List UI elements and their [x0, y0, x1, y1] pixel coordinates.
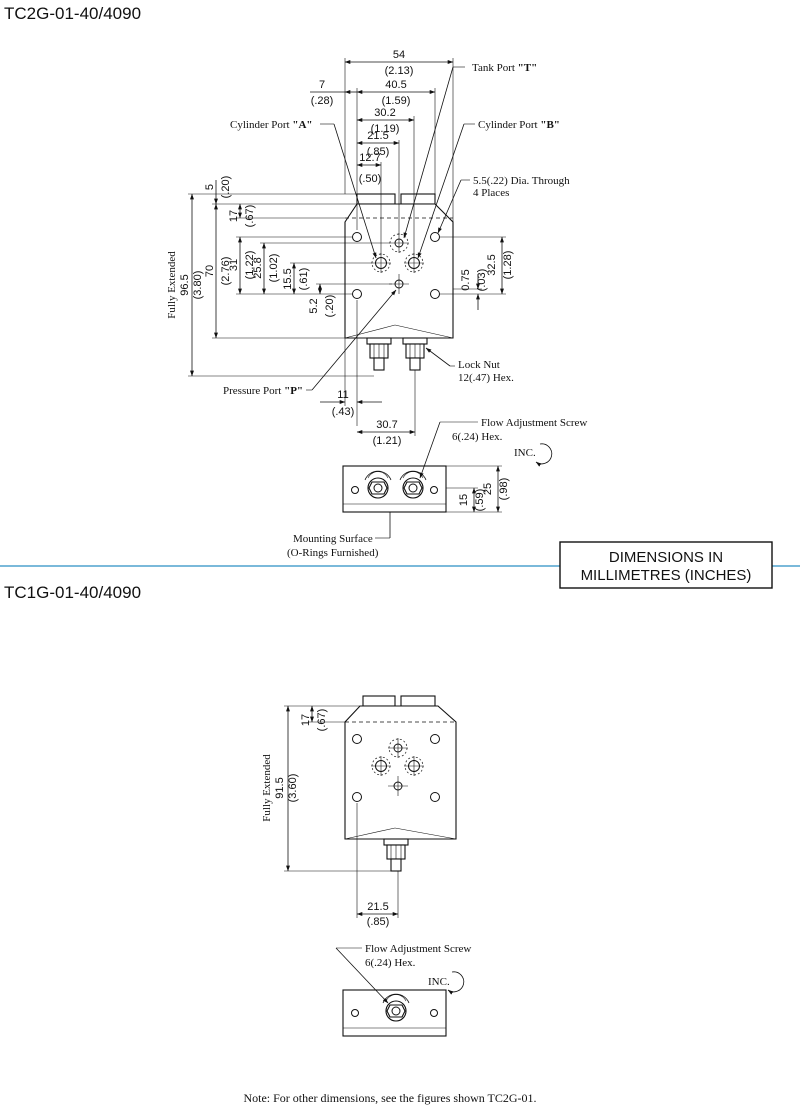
dim-25-in: (.98) [498, 478, 510, 501]
dim-7-in: (.28) [311, 95, 334, 107]
dim-30-7-in: (1.21) [373, 435, 402, 447]
dim-0-75: 0.75 [460, 269, 472, 290]
dim-91-5-in: (3.60) [287, 774, 299, 803]
dim-30-7: 30.7 [376, 419, 397, 431]
dim-tc1g-17-in: (.67) [316, 709, 328, 732]
dim-54: 54 [393, 49, 405, 61]
dim-32-5-in: (1.28) [502, 251, 514, 280]
dim-91-5: 91.5 [274, 777, 286, 798]
label-inc: INC. [514, 447, 536, 459]
dim-15-in: (.59) [474, 489, 486, 512]
dim-25: 25 [482, 483, 494, 495]
dim-70: 70 [204, 265, 216, 277]
dim-96-5: 96.5 [179, 274, 191, 295]
tc2g-end-view [342, 465, 447, 513]
dim-tc1g-17: 17 [300, 714, 312, 726]
tc2g-horizontal-dims [310, 58, 454, 255]
label-tc1g-fully-extended: Fully Extended [261, 754, 273, 822]
tc2g-bolt-holes [352, 232, 440, 299]
dim-11: 11 [337, 389, 348, 401]
tc1g-dims: 17 (.67) Fully Extended 91.5 (3.60) 21.5… [261, 705, 399, 928]
tc2g-end-view-callouts: Flow Adjustment Screw 6(.24) Hex. INC. M… [287, 417, 587, 559]
dim-0-75-in: (.03) [476, 269, 488, 292]
dim-54-in: (2.13) [385, 65, 414, 77]
dim-31: 31 [228, 259, 240, 271]
label-fully-extended: Fully Extended [166, 251, 178, 319]
units-box-line2: MILLIMETRES (INCHES) [581, 567, 752, 584]
tc1g-end-view [342, 989, 447, 1037]
dim-21-5: 21.5 [367, 130, 388, 142]
dim-5-2: 5.2 [308, 298, 320, 313]
label-cylinder-port-b: Cylinder Port "B" [478, 119, 560, 131]
dim-12-7: 12.7 [359, 152, 380, 164]
dim-5-2-in: (.20) [324, 295, 336, 318]
dim-tc1g-21-5: 21.5 [367, 901, 388, 913]
label-mounting-surface-2: (O-Rings Furnished) [287, 547, 379, 559]
dim-31-in: (1.22) [244, 251, 256, 280]
tc2g-vertical-dims [188, 180, 392, 377]
dim-32-5: 32.5 [486, 254, 498, 275]
label-flow-screw-1: Flow Adjustment Screw [481, 417, 587, 429]
tc1g-callouts: Flow Adjustment Screw 6(.24) Hex. INC. [335, 943, 471, 1004]
dim-30-2: 30.2 [374, 107, 395, 119]
dim-15-5-in: (.61) [298, 268, 310, 291]
dim-17: 17 [228, 210, 240, 222]
dim-30-2-in: (1.19) [371, 123, 400, 135]
title-tc2g: TC2G-01-40/4090 [4, 4, 141, 23]
label-lock-nut-1: Lock Nut [458, 359, 500, 371]
label-lock-nut-2: 12(.47) Hex. [458, 372, 514, 384]
footnote: Note: For other dimensions, see the figu… [243, 1091, 536, 1105]
dim-40-5-in: (1.59) [382, 95, 411, 107]
dim-21-5-in: (.85) [367, 146, 390, 158]
label-mounting-surface-1: Mounting Surface [293, 533, 373, 545]
tc2g-vertical-dim-text: 5 (.20) 17 (.67) Fully Extended 96.5 (3.… [166, 176, 336, 319]
dim-17-in: (.67) [244, 205, 256, 228]
dim-5: 5 [204, 184, 216, 190]
label-pressure-port: Pressure Port "P" [223, 385, 303, 397]
units-box: DIMENSIONS IN MILLIMETRES (INCHES) [559, 541, 773, 589]
title-tc1g: TC1G-01-40/4090 [4, 583, 141, 602]
dim-5-in: (.20) [220, 176, 232, 199]
label-tank-port: Tank Port "T" [472, 62, 537, 74]
dim-7: 7 [319, 79, 325, 91]
dim-tc1g-21-5-in: (.85) [367, 916, 390, 928]
dim-25-8-in: (1.02) [268, 254, 280, 283]
dim-11-in: (.43) [332, 406, 355, 418]
label-bolt-hole-2: 4 Places [473, 187, 509, 199]
units-box-line1: DIMENSIONS IN [609, 549, 723, 566]
label-tc1g-flow-screw-1: Flow Adjustment Screw [365, 943, 471, 955]
tc2g-valve-body [344, 193, 454, 339]
tc2g-horizontal-dim-text: 54 (2.13) 7 (.28) 40.5 (1.59) 30.2 (1.19… [311, 49, 414, 185]
tc1g-inc-rotation-arrow-icon [447, 971, 465, 995]
dim-96-5-in: (3.80) [192, 271, 204, 300]
tc2g-bottom-dims: 11 (.43) 30.7 (1.21) [320, 300, 416, 447]
dim-25-8: 25.8 [252, 257, 264, 278]
tc2g-callouts: Tank Port "T" Cylinder Port "A" Cylinder… [223, 62, 570, 397]
dim-15-5: 15.5 [282, 268, 294, 289]
dim-12-7-in: (.50) [359, 173, 382, 185]
dim-15: 15 [458, 494, 470, 506]
label-flow-screw-2: 6(.24) Hex. [452, 431, 503, 443]
inc-rotation-arrow-icon [535, 443, 553, 467]
dim-70-in: (2.76) [220, 257, 232, 286]
label-tc1g-inc: INC. [428, 976, 450, 988]
tc2g-right-dims: 0.75 (.03) 32.5 (1.28) [440, 236, 514, 310]
tc1g-valve-body [344, 695, 457, 872]
tc2g-adjust-screws [366, 337, 428, 371]
dim-40-5: 40.5 [385, 79, 406, 91]
label-tc1g-flow-screw-2: 6(.24) Hex. [365, 957, 416, 969]
label-bolt-hole-1: 5.5(.22) Dia. Through [473, 175, 570, 187]
tc2g-end-view-dims: 15 (.59) 25 (.98) [446, 465, 510, 513]
label-cylinder-port-a: Cylinder Port "A" [230, 119, 313, 131]
